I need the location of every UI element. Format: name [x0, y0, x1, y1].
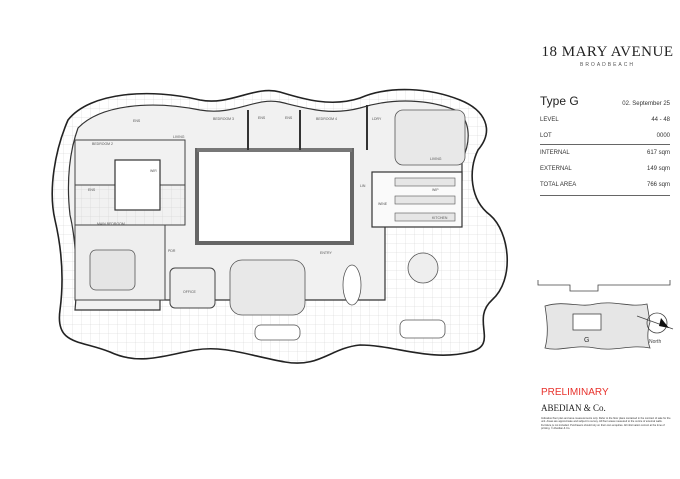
info-label: TOTAL AREA — [540, 182, 577, 188]
divider — [540, 195, 670, 196]
room-label: LIVING — [173, 135, 185, 139]
project-title: 18 MARY AVENUE — [541, 44, 674, 60]
info-value: 766 sqm — [646, 182, 670, 188]
north-label: North — [649, 339, 661, 345]
floor-plan: BEDROOM 2 ENS LIVING BEDROOM 3 ENS ENS B… — [51, 88, 509, 364]
info-value: 617 sqm — [646, 150, 670, 156]
room-label: ENTRY — [320, 251, 332, 255]
room-label: ENS — [258, 116, 266, 120]
project-location: BROADBEACH — [579, 62, 635, 68]
room-label: LIVING — [430, 157, 442, 161]
info-value: 0000 — [656, 133, 670, 139]
room-label: LIN — [360, 184, 366, 188]
room-label: MAIN BEDROOM — [97, 222, 125, 226]
room-label: ENS — [88, 188, 96, 192]
info-label: LOT — [540, 133, 552, 139]
room-label: ENS — [133, 119, 141, 123]
info-row: LEVEL 44 - 48 — [540, 112, 670, 128]
room-label: BEDROOM 3 — [213, 117, 234, 121]
scale-bar — [537, 280, 671, 292]
info-row: LOT 0000 — [540, 128, 670, 144]
project-brand: 18 MARY AVENUE BROADBEACH — [540, 44, 675, 68]
info-row: INTERNAL 617 sqm — [540, 144, 670, 161]
info-value: 149 sqm — [646, 166, 670, 172]
info-row: EXTERNAL 149 sqm — [540, 161, 670, 177]
unit-info-table: Type G 02. September 25 LEVEL 44 - 48 LOT… — [540, 94, 670, 196]
info-label: INTERNAL — [540, 150, 570, 156]
key-plan-void — [572, 313, 602, 331]
info-label: LEVEL — [540, 117, 559, 123]
room-label: WIP — [432, 188, 439, 192]
preliminary-label: PRELIMINARY — [541, 387, 609, 398]
room-label: PDR — [168, 249, 176, 253]
room-label: ENS — [285, 116, 293, 120]
room-label: OFFICE — [183, 290, 196, 294]
unit-type: Type G — [540, 94, 579, 108]
info-row: TOTAL AREA 766 sqm — [540, 177, 670, 193]
plan-date: 02. September 25 — [622, 101, 670, 107]
key-plan-unit: G — [584, 337, 589, 344]
room-label: WINE — [378, 202, 388, 206]
central-void — [195, 148, 354, 245]
disclaimer-text: Indicative floor plan and area measureme… — [541, 417, 671, 431]
info-value: 44 - 48 — [651, 117, 670, 123]
north-arrow-icon — [636, 312, 674, 334]
key-plan: G North — [537, 280, 674, 350]
developer-logo: ABEDIAN & Co. — [541, 403, 606, 413]
info-label: EXTERNAL — [540, 166, 572, 172]
room-label: KITCHEN — [432, 216, 448, 220]
room-label: BEDROOM 4 — [316, 117, 337, 121]
room-label: BEDROOM 2 — [92, 142, 113, 146]
room-label: WIR — [150, 169, 157, 173]
room-label: LDRY — [372, 117, 382, 121]
